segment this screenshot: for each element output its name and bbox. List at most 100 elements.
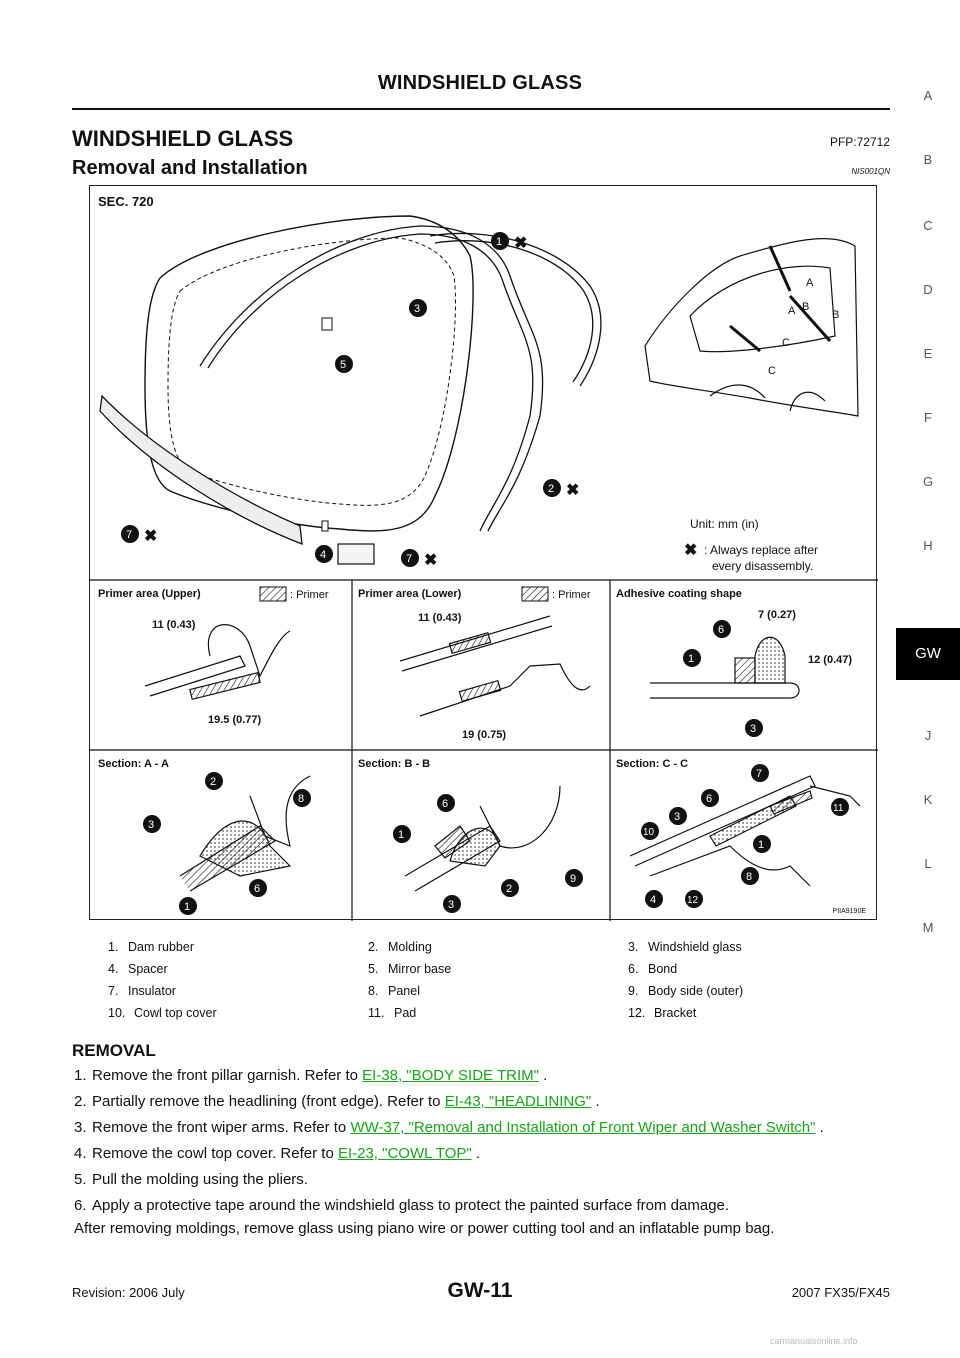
- svg-text:3: 3: [148, 819, 154, 831]
- link-headlining[interactable]: EI-43, "HEADLINING": [444, 1093, 592, 1110]
- spacer-part: [337, 543, 375, 565]
- section-cc-drawing: [629, 775, 861, 887]
- svg-text:12: 12: [687, 895, 699, 906]
- adhesive-title: Adhesive coating shape: [616, 588, 742, 600]
- side-index-a[interactable]: A: [923, 88, 933, 103]
- svg-text:3: 3: [750, 723, 756, 735]
- primer-upper-dim-top: 11 (0.43): [152, 619, 196, 631]
- legend-item: 8.Panel: [368, 984, 420, 998]
- svg-text:A: A: [788, 305, 796, 317]
- unit-label: Unit: mm (in): [690, 517, 759, 531]
- windshield-exploded-figure: SEC. 720 1 ✖ 3 5 2: [89, 185, 878, 921]
- svg-text:✖: ✖: [514, 235, 527, 252]
- svg-text:✖: ✖: [566, 482, 579, 499]
- figure-code: PIIA9190E: [832, 908, 866, 915]
- replace-note-2: every disassembly.: [712, 559, 813, 573]
- svg-text:6: 6: [442, 798, 448, 810]
- side-index-c[interactable]: C: [923, 218, 933, 233]
- legend-item: 5.Mirror base: [368, 962, 452, 976]
- dam-rubber: [429, 232, 602, 387]
- link-cowl-top[interactable]: EI-23, "COWL TOP": [337, 1145, 472, 1162]
- primer-upper-legend: : Primer: [290, 589, 329, 601]
- svg-text:5: 5: [340, 359, 346, 371]
- page-title: WINDSHIELD GLASS: [72, 126, 294, 151]
- svg-text:C: C: [768, 365, 776, 377]
- svg-text:C: C: [782, 337, 790, 349]
- legend-item: 7.Insulator: [108, 984, 176, 998]
- svg-text:6: 6: [254, 883, 260, 895]
- mirror-base: [321, 317, 333, 331]
- replace-icon: ✖: [684, 542, 697, 559]
- svg-text:10: 10: [643, 827, 655, 838]
- legend-item: 6.Bond: [628, 962, 678, 976]
- svg-text:1: 1: [758, 839, 764, 851]
- header-rule: [72, 108, 890, 110]
- legend-row: 4.Spacer 5.Mirror base 6.Bond: [108, 958, 888, 980]
- side-index-f[interactable]: F: [924, 410, 932, 425]
- svg-text:6: 6: [718, 624, 724, 636]
- running-header: WINDSHIELD GLASS: [377, 72, 583, 94]
- side-index-e[interactable]: E: [923, 346, 933, 361]
- svg-text:9: 9: [570, 873, 576, 885]
- svg-text:8: 8: [298, 793, 304, 805]
- callouts-adhesive: 6 1 3: [683, 620, 763, 737]
- adhesive-drawing: [650, 636, 800, 699]
- primer-upper-swatch: [259, 586, 287, 602]
- legend-item: 12.Bracket: [628, 1006, 697, 1020]
- step-item: 5. Pull the molding using the pliers.: [74, 1171, 308, 1188]
- legend-row: 10.Cowl top cover 11.Pad 12.Bracket: [108, 1002, 888, 1024]
- step-item: 1. Remove the front pillar garnish. Refe…: [74, 1067, 548, 1084]
- sec-label: SEC. 720: [98, 194, 154, 209]
- svg-text:8: 8: [746, 871, 752, 883]
- svg-text:1: 1: [398, 829, 404, 841]
- link-body-side-trim[interactable]: EI-38, "BODY SIDE TRIM": [362, 1067, 539, 1084]
- side-index-l[interactable]: L: [924, 856, 932, 871]
- side-index-b[interactable]: B: [923, 152, 933, 167]
- side-index-g[interactable]: G: [922, 474, 934, 489]
- section-aa-title: Section: A - A: [98, 758, 169, 770]
- svg-text:2: 2: [506, 883, 512, 895]
- svg-text:1: 1: [688, 653, 694, 665]
- svg-text:B: B: [832, 309, 839, 321]
- legend-item: 1.Dam rubber: [108, 940, 194, 954]
- svg-text:1: 1: [184, 901, 190, 913]
- callouts-main: 1 ✖ 3 5 2 ✖ 7 ✖ 4 7 ✖: [121, 232, 579, 569]
- footer-page-number: GW-11: [447, 1279, 513, 1302]
- legend-item: 4.Spacer: [108, 962, 168, 976]
- removal-note: After removing moldings, remove glass us…: [74, 1220, 775, 1237]
- svg-text:3: 3: [674, 811, 680, 823]
- section-bb-title: Section: B - B: [358, 758, 430, 770]
- pfp-code: PFP:72712: [829, 135, 890, 149]
- step-item: 3. Remove the front wiper arms. Refer to…: [74, 1119, 824, 1136]
- primer-upper-dim-bottom: 19.5 (0.77): [208, 714, 262, 726]
- svg-text:✖: ✖: [424, 552, 437, 569]
- vehicle-view: [644, 237, 859, 417]
- watermark: carmanualsonline.info: [770, 1336, 858, 1346]
- side-index-gw-active[interactable]: GW: [896, 628, 960, 680]
- removal-heading: REMOVAL: [72, 1041, 156, 1060]
- step-item: 4. Remove the cowl top cover. Refer to E…: [74, 1145, 481, 1162]
- section-bb-drawing: [404, 785, 561, 892]
- footer-model: 2007 FX35/FX45: [791, 1285, 890, 1300]
- link-front-wiper[interactable]: WW-37, "Removal and Installation of Fron…: [350, 1119, 816, 1136]
- callouts-aa: 2 8 3 6 1: [143, 772, 311, 915]
- primer-lower-dim-top: 11 (0.43): [418, 612, 462, 624]
- legend-item: 3.Windshield glass: [628, 940, 742, 954]
- parts-legend: 1.Dam rubber 2.Molding 3.Windshield glas…: [108, 936, 888, 1024]
- replace-note-1: : Always replace after: [704, 543, 818, 557]
- side-index-m[interactable]: M: [922, 920, 934, 935]
- side-index-k[interactable]: K: [923, 792, 933, 807]
- svg-text:7: 7: [756, 768, 762, 780]
- svg-text:7: 7: [406, 553, 412, 565]
- legend-row: 1.Dam rubber 2.Molding 3.Windshield glas…: [108, 936, 888, 958]
- legend-item: 9.Body side (outer): [628, 984, 744, 998]
- section-row: Removal and Installation NIS001QN: [72, 157, 890, 180]
- primer-lower-legend: : Primer: [552, 589, 591, 601]
- side-index-d[interactable]: D: [923, 282, 933, 297]
- svg-text:1: 1: [496, 236, 502, 248]
- primer-lower-swatch: [521, 586, 549, 602]
- side-index-h[interactable]: H: [923, 538, 933, 553]
- side-index-j[interactable]: J: [924, 728, 932, 743]
- section-aa-drawing: [179, 775, 311, 892]
- svg-text:2: 2: [210, 776, 216, 788]
